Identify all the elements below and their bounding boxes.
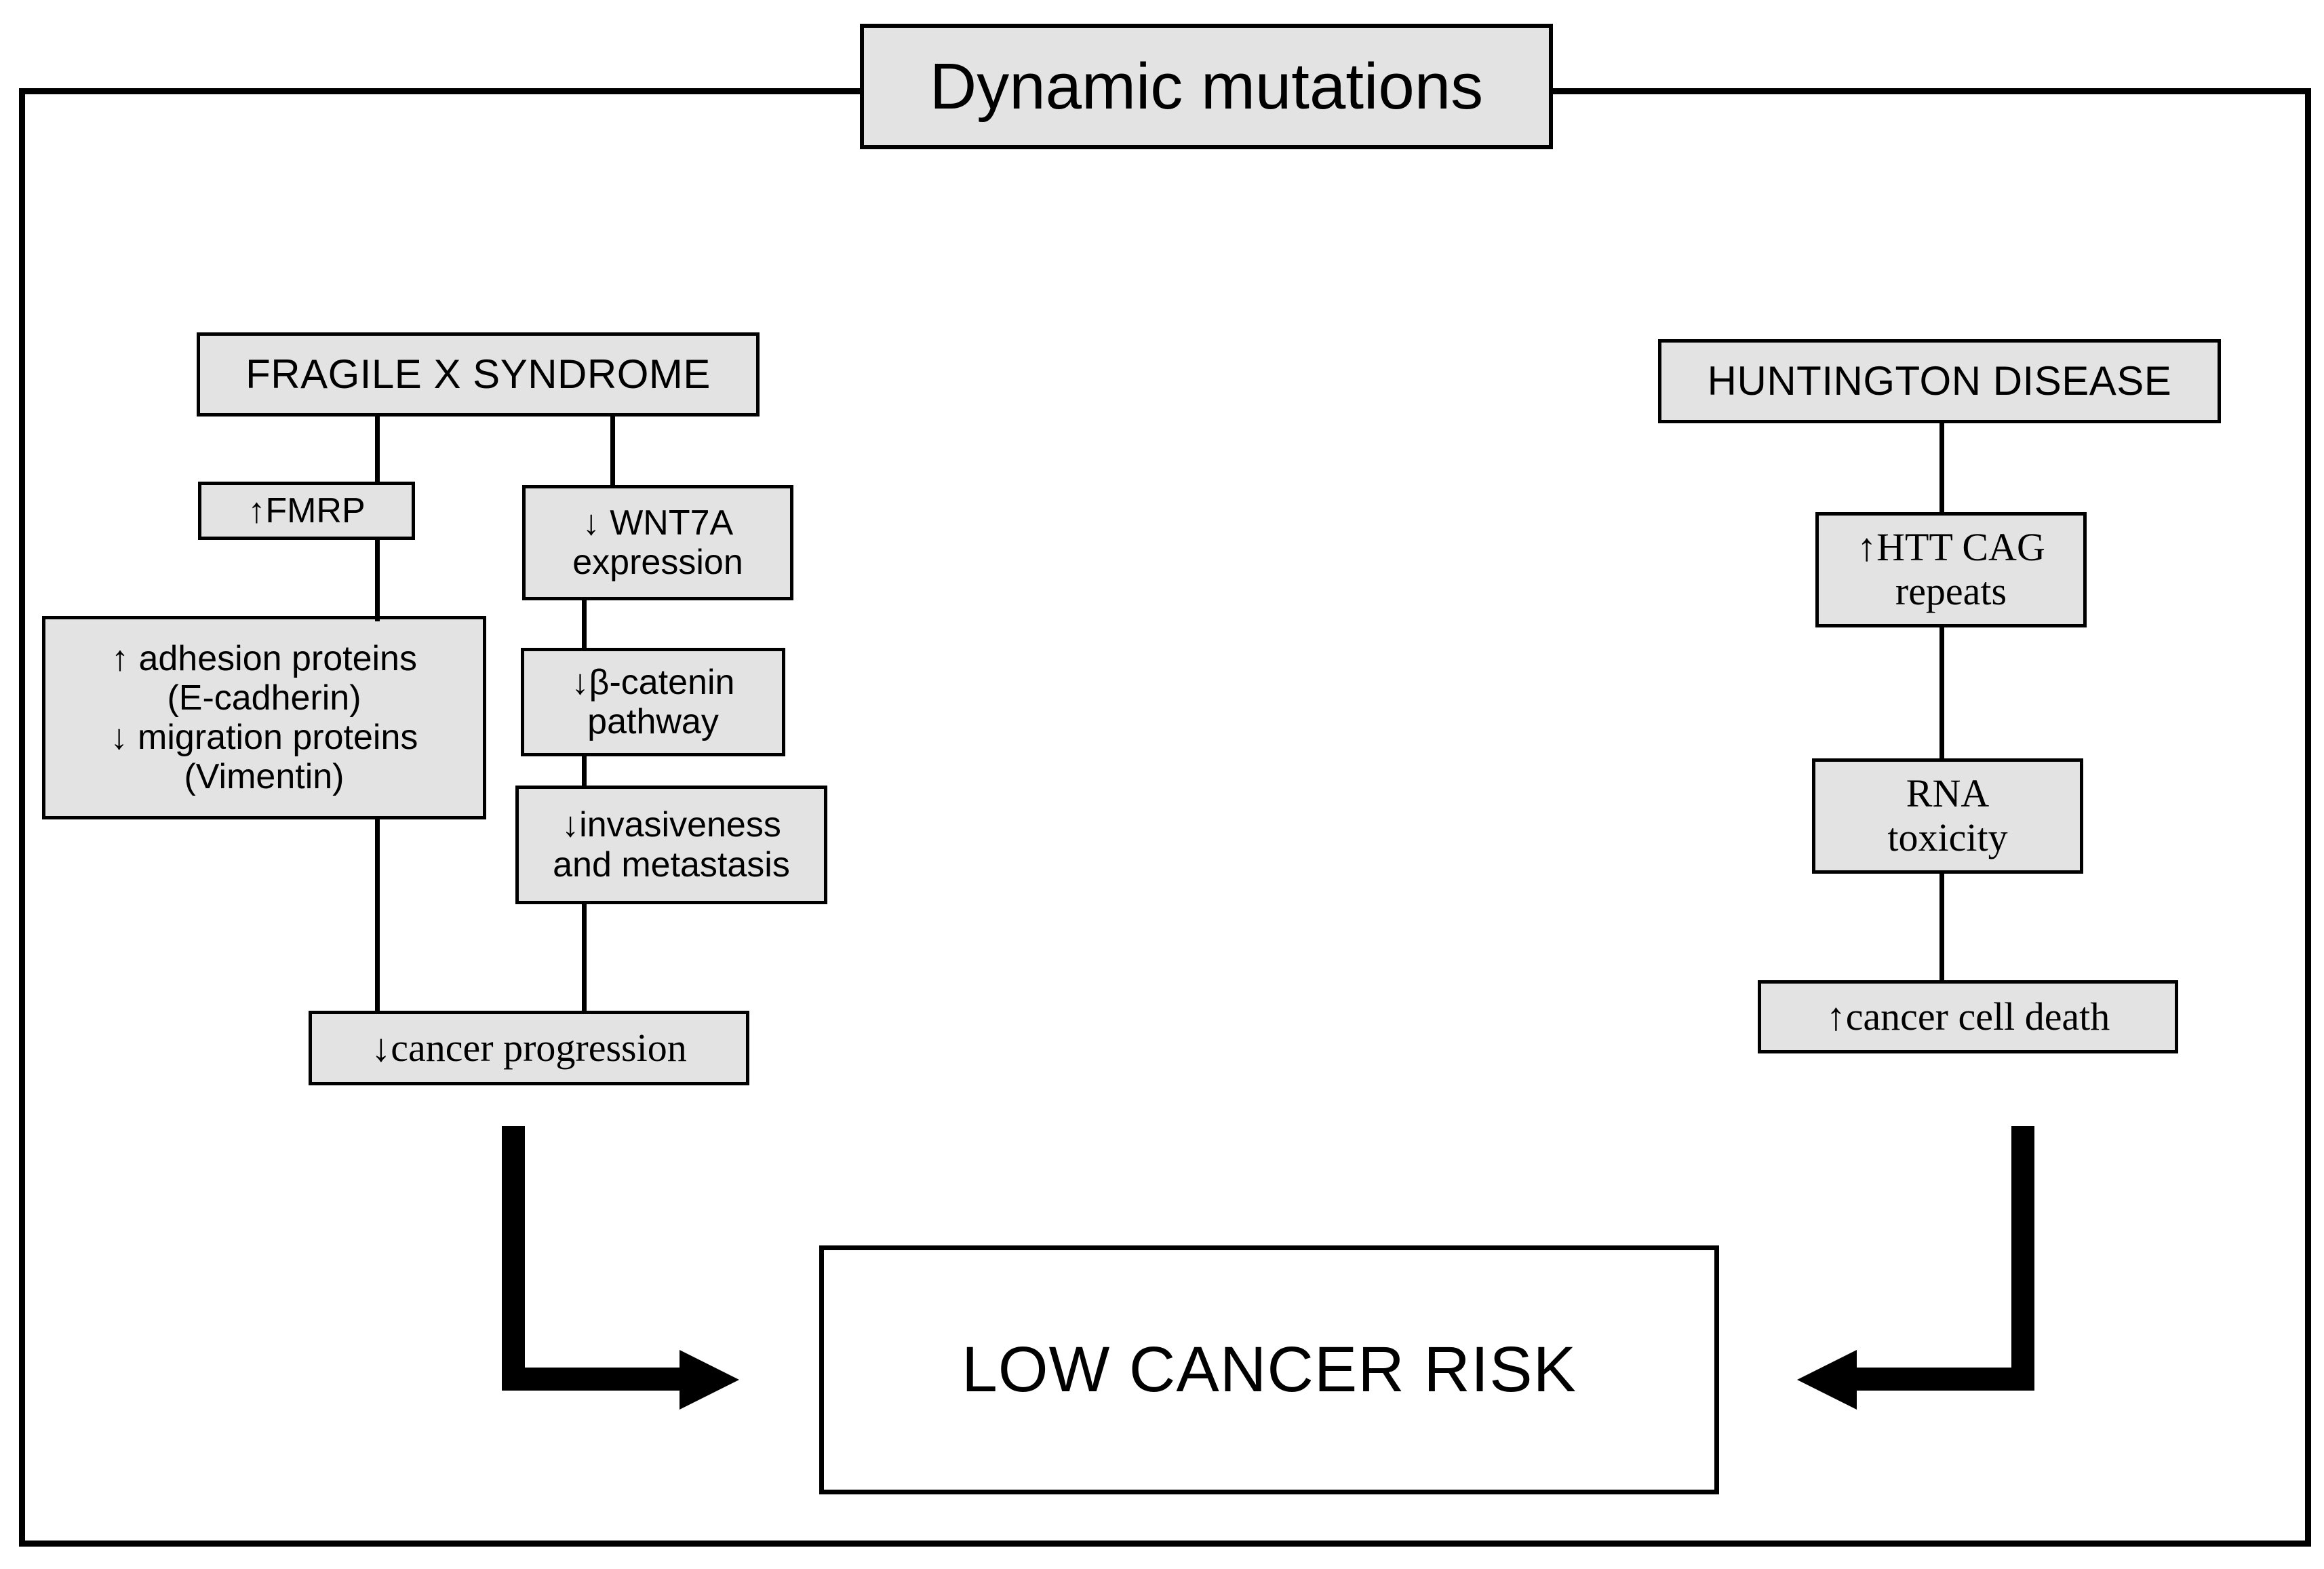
node-wnt7a-line-1: ↓ WNT7A bbox=[582, 503, 734, 543]
branch-header-fragile-x[interactable]: FRAGILE X SYNDROME bbox=[197, 332, 760, 417]
right-elbow-vertical-stem bbox=[2011, 1126, 2034, 1391]
node-adhesion-line-1: ↑ adhesion proteins bbox=[111, 638, 417, 678]
node-low-cancer-risk[interactable]: LOW CANCER RISK bbox=[819, 1245, 1719, 1494]
node-adhesion-line-3: ↓ migration proteins bbox=[110, 718, 418, 757]
node-rna-toxicity-line-2: toxicity bbox=[1887, 815, 2008, 859]
right-elbow-arrowhead-icon bbox=[1797, 1350, 1857, 1410]
left-elbow-arrow bbox=[502, 1126, 773, 1411]
node-cancer-cell-death-label: ↑cancer cell death bbox=[1826, 994, 2110, 1039]
right-elbow-arrow bbox=[1763, 1126, 2034, 1411]
left-elbow-vertical-stem bbox=[502, 1126, 525, 1391]
branch-header-huntington-label: HUNTINGTON DISEASE bbox=[1707, 358, 2172, 404]
branch-header-fragile-x-label: FRAGILE X SYNDROME bbox=[245, 351, 711, 398]
node-fmrp[interactable]: ↑FMRP bbox=[198, 482, 415, 540]
node-wnt7a-expression[interactable]: ↓ WNT7A expression bbox=[522, 485, 793, 600]
node-invasiveness-line-2: and metastasis bbox=[553, 845, 790, 885]
node-cancer-progression[interactable]: ↓cancer progression bbox=[309, 1011, 749, 1085]
node-wnt7a-line-2: expression bbox=[572, 543, 743, 582]
node-beta-catenin-pathway[interactable]: ↓β-catenin pathway bbox=[521, 648, 785, 756]
node-htt-cag-line-1: ↑HTT CAG bbox=[1857, 525, 2045, 570]
node-invasiveness-line-1: ↓invasiveness bbox=[562, 805, 781, 845]
connector-rna-toxicity-to-cancer-cell-death bbox=[1939, 874, 1944, 987]
connector-htt-cag-to-rna-toxicity bbox=[1939, 627, 1944, 763]
diagram-title: Dynamic mutations bbox=[929, 50, 1484, 123]
connector-adhesion-to-cancer-progression bbox=[375, 819, 380, 1023]
node-cancer-progression-label: ↓cancer progression bbox=[371, 1025, 687, 1070]
right-elbow-horizontal-stem bbox=[1853, 1368, 2034, 1391]
left-elbow-horizontal-stem bbox=[502, 1368, 684, 1391]
node-rna-toxicity[interactable]: RNA toxicity bbox=[1812, 758, 2083, 874]
connector-fmrp-to-adhesion bbox=[375, 540, 380, 621]
node-adhesion-line-4: (Vimentin) bbox=[184, 757, 344, 797]
node-beta-catenin-line-1: ↓β-catenin bbox=[571, 662, 735, 702]
connector-fragilex-to-wnt7a bbox=[610, 414, 615, 492]
node-invasiveness-metastasis[interactable]: ↓invasiveness and metastasis bbox=[515, 786, 827, 904]
connector-invasiveness-to-cancer-progression bbox=[582, 904, 587, 1024]
connector-beta-catenin-to-invasiveness bbox=[582, 756, 587, 811]
diagram-title-box: Dynamic mutations bbox=[860, 24, 1553, 149]
connector-fragilex-to-fmrp bbox=[375, 414, 380, 495]
node-low-cancer-risk-label: LOW CANCER RISK bbox=[961, 1334, 1577, 1406]
node-rna-toxicity-line-1: RNA bbox=[1906, 771, 1990, 816]
node-htt-cag-repeats[interactable]: ↑HTT CAG repeats bbox=[1815, 512, 2087, 627]
node-adhesion-line-2: (E-cadherin) bbox=[167, 678, 361, 718]
branch-header-huntington[interactable]: HUNTINGTON DISEASE bbox=[1658, 339, 2221, 423]
node-fmrp-label: ↑FMRP bbox=[248, 490, 366, 530]
node-cancer-cell-death[interactable]: ↑cancer cell death bbox=[1758, 980, 2178, 1053]
left-elbow-arrowhead-icon bbox=[680, 1350, 739, 1410]
node-htt-cag-line-2: repeats bbox=[1895, 569, 2007, 613]
connector-huntington-to-htt-cag bbox=[1939, 421, 1944, 556]
connector-wnt7a-to-beta-catenin bbox=[582, 600, 587, 658]
node-beta-catenin-line-2: pathway bbox=[587, 702, 719, 741]
node-adhesion-migration-proteins[interactable]: ↑ adhesion proteins (E-cadherin) ↓ migra… bbox=[42, 616, 486, 819]
